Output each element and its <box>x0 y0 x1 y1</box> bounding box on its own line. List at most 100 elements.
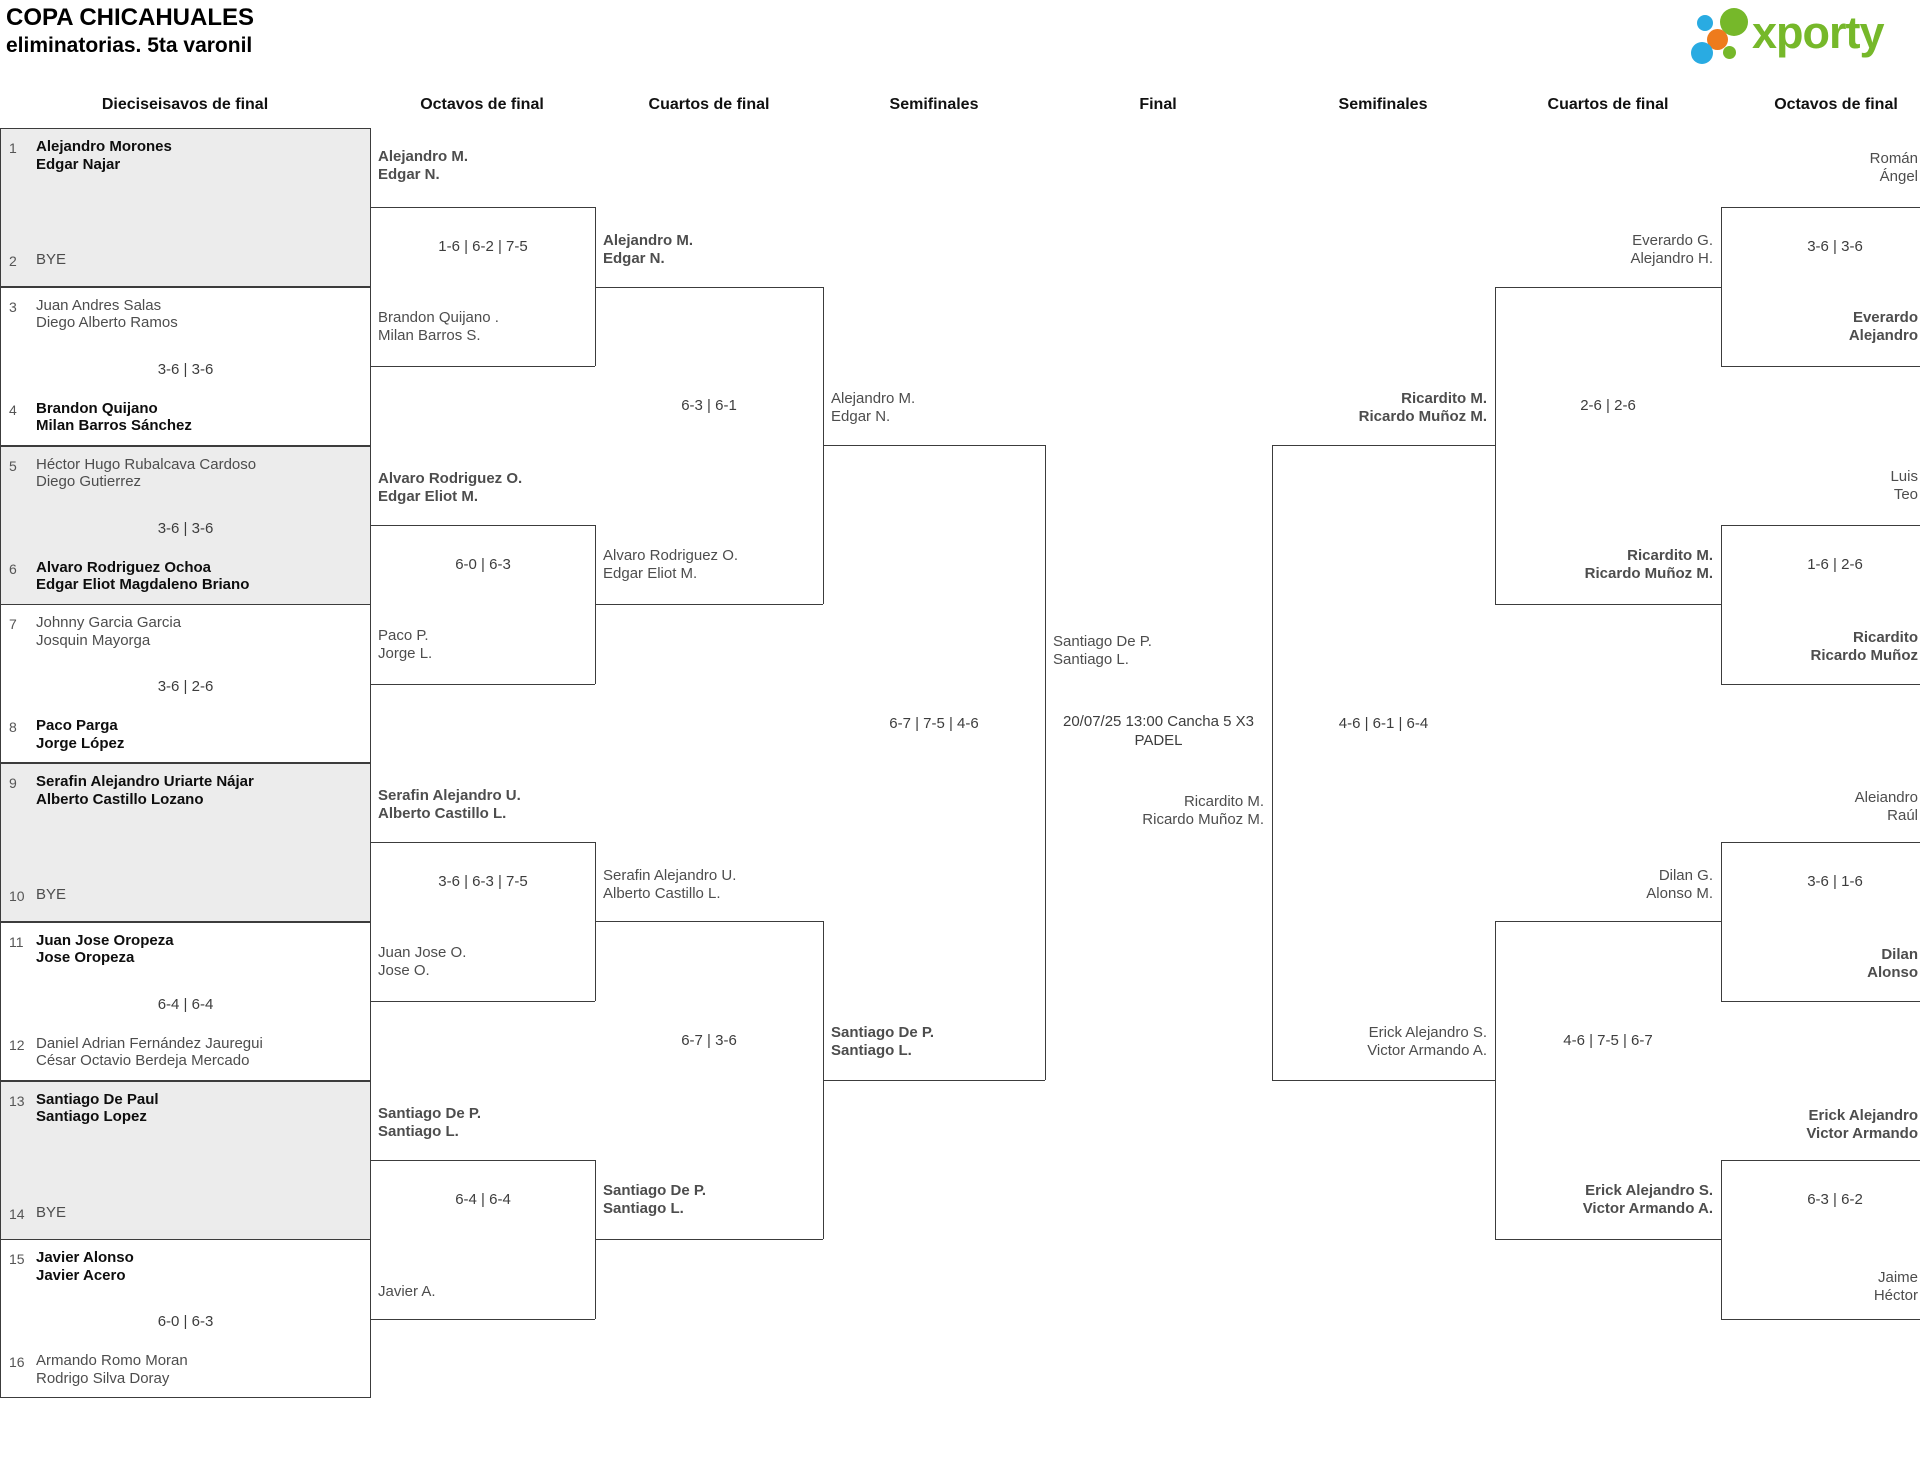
team-name-line: Daniel Adrian Fernández Jauregui <box>36 1034 263 1052</box>
octavos-left-4-loser: Javier A. <box>378 1283 436 1301</box>
team-name-line: Edgar Eliot Magdaleno Briano <box>36 576 250 593</box>
match-score: 3-6 | 3-6 <box>157 360 214 378</box>
team-names: BYE <box>36 886 66 904</box>
round-header-r8-left: Octavos de final <box>420 96 544 113</box>
semifinal-left-winner: Santiago De P.Santiago L. <box>831 1024 934 1059</box>
cuartos-right-2-score: 4-6 | 7-5 | 6-7 <box>1563 1032 1653 1049</box>
seed-number: 14 <box>9 1205 25 1222</box>
bracket-line-h <box>370 366 595 367</box>
octavos-left-1-score: 1-6 | 6-2 | 7-5 <box>438 238 528 255</box>
team-name-line: Ricardito <box>1852 629 1918 646</box>
team-name-line: Santiago Lopez <box>36 1108 147 1125</box>
team-name-line: Edgar N. <box>831 407 891 425</box>
team-name-line: Alvaro Rodriguez O. <box>603 547 739 564</box>
team-name-line: Alejandro M. <box>603 232 694 249</box>
octavos-right-2-score: 1-6 | 2-6 <box>1807 556 1863 573</box>
bracket-line-v <box>1721 207 1722 366</box>
semifinal-right-winner: Ricardito M.Ricardo Muñoz M. <box>1359 390 1487 425</box>
team-name-line: Santiago De P. <box>831 1024 935 1041</box>
round-header-sf-right: Semifinales <box>1338 96 1428 113</box>
logo-dot-blue-large-icon <box>1691 42 1713 64</box>
semifinal-left-score: 6-7 | 7-5 | 4-6 <box>889 715 979 732</box>
team-name-line: Ricardito M. <box>1183 793 1264 810</box>
team-name-line: Victor Armando A. <box>1582 1199 1713 1217</box>
bracket-line-h <box>1721 1160 1920 1161</box>
match-score: 3-6 | 2-6 <box>157 678 214 696</box>
team-name-line: Alberto Castillo L. <box>603 884 721 902</box>
octavos-left-3-winner: Serafin Alejandro U.Alberto Castillo L. <box>378 787 521 822</box>
round-header-r8-right: Octavos de final <box>1774 96 1898 113</box>
cuartos-right-1-winner: Ricardito M.Ricardo Muñoz M. <box>1585 547 1713 582</box>
cuartos-left-1-score: 6-3 | 6-1 <box>681 397 737 414</box>
team-name-line: Alonso <box>1867 963 1918 981</box>
octavos-left-3-score: 3-6 | 6-3 | 7-5 <box>438 873 528 890</box>
octavos-left-2-loser: Paco P.Jorge L. <box>378 627 432 662</box>
team-name-line: Alberto Castillo Lozano <box>36 790 204 808</box>
team-name-line: Diego Gutierrez <box>36 473 142 490</box>
team-name-line: Brandon Quijano <box>36 399 158 417</box>
bracket-line-h <box>370 1319 595 1320</box>
bracket-line-h <box>1495 604 1721 605</box>
team-name-line: Raúl <box>1887 806 1918 824</box>
bracket-line-h <box>1495 1239 1721 1240</box>
team-name-line: Javier Alonso <box>36 1249 134 1267</box>
bracket-line-h <box>1721 1001 1920 1002</box>
bracket-line-h <box>370 1160 595 1161</box>
team-name-line: Jorge L. <box>378 644 433 662</box>
semifinal-right-score: 4-6 | 6-1 | 6-4 <box>1338 715 1429 732</box>
round-header-r16-left: Dieciseisavos de final <box>101 96 269 113</box>
match-score: 3-6 | 3-6 <box>157 519 214 537</box>
bracket-line-h <box>1721 684 1920 685</box>
team-name-line: Johnny Garcia Garcia <box>36 614 182 632</box>
bracket-line-h <box>823 445 1045 446</box>
cuartos-left-2-winner: Santiago De P.Santiago L. <box>603 1182 706 1217</box>
logo-dot-green-small-icon <box>1723 46 1736 59</box>
bracket-line-h <box>370 842 595 843</box>
team-name-line: Jose Oropeza <box>36 949 135 967</box>
semifinal-right-lower: Erick Alejandro S.Victor Armando A. <box>1367 1024 1487 1059</box>
team-name-line: Alejandro M. <box>378 148 469 165</box>
team-name-line: Alvaro Rodriguez O. <box>378 470 523 487</box>
team-name-line: Javier Acero <box>36 1266 126 1284</box>
team-name-line: BYE <box>36 251 67 268</box>
team-names: BYE <box>36 251 66 269</box>
team-name-line: Alejandro <box>1848 326 1918 344</box>
bracket-line-h <box>1272 1080 1495 1081</box>
team-name-line: Edgar Eliot M. <box>378 487 479 505</box>
seed-number: 12 <box>9 1036 25 1053</box>
team-name-line: Santiago De P. <box>603 1182 707 1199</box>
team-name-line: César Octavio Berdeja Mercado <box>36 1052 250 1070</box>
xporty-logo[interactable]: xporty <box>1688 5 1914 67</box>
octavos-right-3-score: 3-6 | 1-6 <box>1807 873 1863 890</box>
bracket-line-v <box>595 207 596 366</box>
team-name-line: Edgar N. <box>603 249 665 267</box>
bracket-line-h <box>1721 207 1920 208</box>
team-name-line: Victor Armando <box>1806 1124 1918 1142</box>
team-name-line: Paco P. <box>378 627 429 644</box>
seed-number: 7 <box>9 616 17 633</box>
team-name-line: Brandon Quijano . <box>378 309 499 326</box>
bracket-line-v <box>1721 1160 1722 1319</box>
team-name-line: Alejandro M. <box>831 390 916 407</box>
page-subtitle: eliminatorias. 5ta varonil <box>6 34 253 57</box>
page-title: COPA CHICAHUALES <box>6 4 255 31</box>
